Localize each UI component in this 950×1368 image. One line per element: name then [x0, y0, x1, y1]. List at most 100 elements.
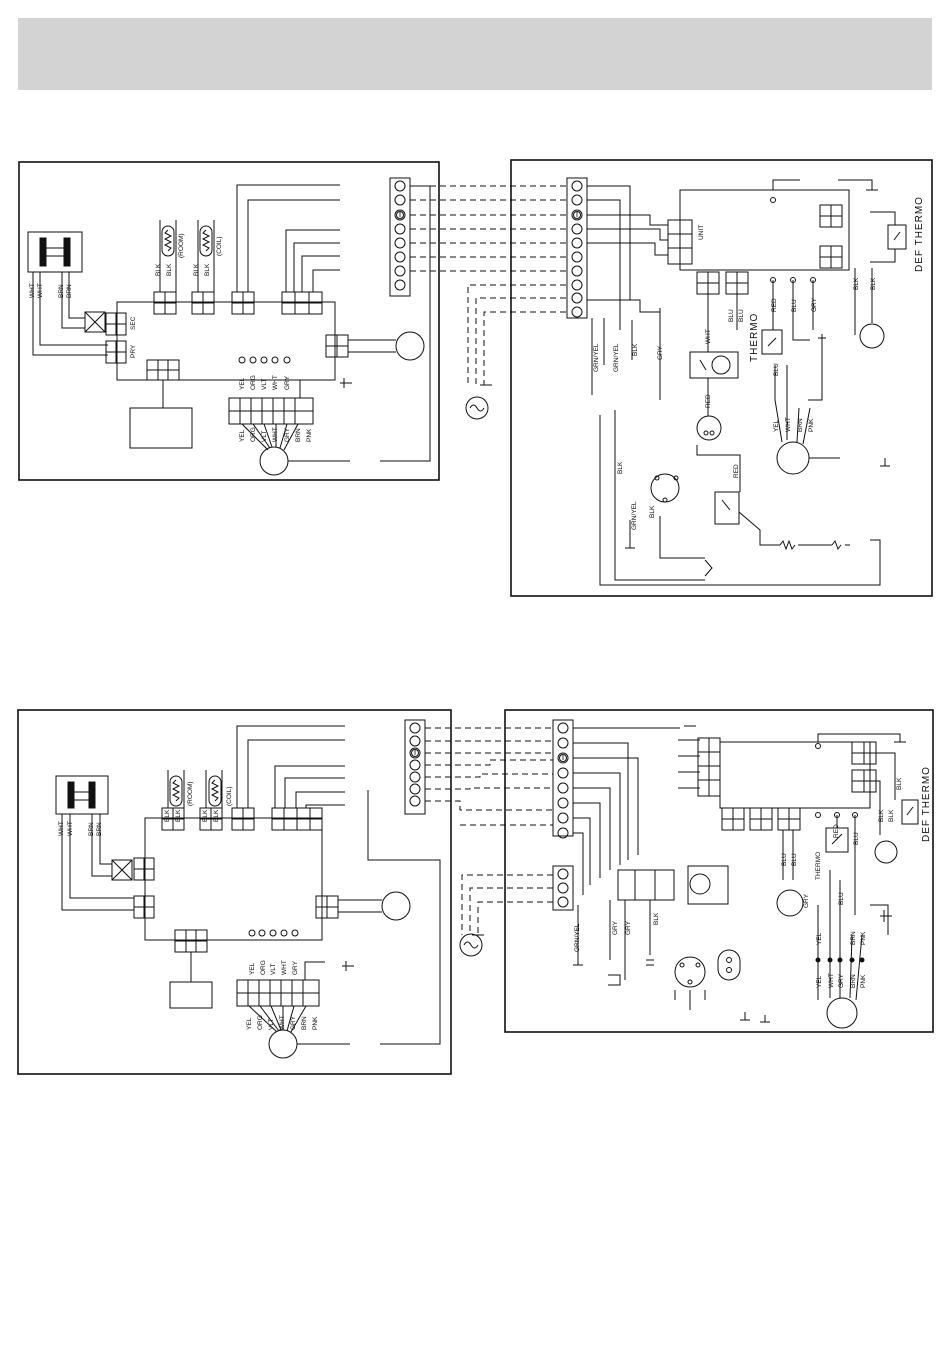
- wire-label: BLK: [213, 809, 220, 822]
- wire-label: RED: [833, 824, 840, 838]
- wire-label: WHT: [705, 329, 712, 344]
- wire-label: BLK: [870, 277, 877, 290]
- wire-label: BLK: [878, 809, 885, 822]
- wire-label: WHT: [272, 375, 279, 390]
- wire-label: BLK: [164, 809, 171, 822]
- wire-label: BRN: [301, 1016, 308, 1030]
- wire-label: VLT: [270, 964, 277, 975]
- thermo-label: THERMO: [749, 313, 760, 362]
- wire-label: BLK: [175, 809, 182, 822]
- thermo-label: THERMO: [815, 852, 822, 880]
- wire-label: BRN: [58, 284, 65, 298]
- wire-label: BRN: [88, 822, 95, 836]
- room-sensor-label: (ROOM): [187, 781, 194, 806]
- wire-label: ORG: [250, 375, 257, 390]
- wire-label: PNK: [312, 1016, 319, 1030]
- wire-label: BLK: [649, 505, 656, 518]
- wire-label: GRY: [657, 345, 664, 360]
- wire-label: BLU: [781, 853, 788, 866]
- wire-label: BLU: [773, 363, 780, 376]
- wire-label: BLU: [728, 309, 735, 322]
- wire-label: BLK: [888, 809, 895, 822]
- wire-label: WHT: [279, 1015, 286, 1030]
- wire-label: BLK: [653, 912, 660, 925]
- room-sensor-label: (ROOM): [178, 233, 185, 258]
- wire-label: BLK: [193, 263, 200, 276]
- wire-label: GRY: [838, 973, 845, 988]
- wire-label: PNK: [860, 974, 867, 988]
- def-thermo-label: DEF THERMO: [921, 766, 932, 842]
- wire-label: VLT: [261, 379, 268, 390]
- wire-label: BLU: [853, 832, 860, 845]
- wire-label: WHT: [58, 821, 65, 836]
- sec-label: SEC: [130, 316, 137, 330]
- wire-label: YEL: [816, 975, 823, 988]
- wire-label: BLU: [791, 853, 798, 866]
- wire-label: YEL: [246, 1017, 253, 1030]
- wire-label: PNK: [860, 931, 867, 945]
- wire-label: BRN: [797, 418, 804, 432]
- wire-label: WHT: [785, 417, 792, 432]
- wire-label: WHT: [828, 973, 835, 988]
- wire-label: BLK: [202, 809, 209, 822]
- wire-label: WHT: [281, 960, 288, 975]
- wire-label: BLK: [166, 263, 173, 276]
- wire-label: ORG: [250, 427, 257, 442]
- wire-label: BLU: [791, 299, 798, 312]
- wire-label: BLK: [853, 277, 860, 290]
- wire-label: RED: [733, 464, 740, 478]
- wire-label: PNK: [808, 418, 815, 432]
- wire-label: GRN/YEL: [631, 501, 638, 530]
- wire-label: WHT: [67, 821, 74, 836]
- wire-label: GRY: [284, 375, 291, 390]
- outdoor-unit-frame-bottom: [504, 709, 934, 1033]
- wire-label: GRY: [811, 297, 818, 312]
- wire-label: BLK: [896, 777, 903, 790]
- wire-label: GRY: [625, 920, 632, 935]
- wire-label: YEL: [816, 932, 823, 945]
- wire-label: GRY: [292, 960, 299, 975]
- wire-label: GRY: [284, 427, 291, 442]
- wire-label: GRY: [290, 1015, 297, 1030]
- wire-label: WHT: [272, 427, 279, 442]
- wire-label: PNK: [306, 428, 313, 442]
- indoor-unit-frame-bottom: [17, 709, 452, 1075]
- wire-label: BLK: [155, 263, 162, 276]
- wire-label: BLK: [617, 461, 624, 474]
- def-thermo-label: DEF THERMO: [914, 196, 925, 272]
- coil-sensor-label: (COIL): [216, 237, 223, 257]
- wire-label: BRN: [66, 284, 73, 298]
- wire-label: GRN/YEL: [574, 923, 581, 952]
- wire-label: VLT: [261, 431, 268, 442]
- wire-label: GRN/YEL: [613, 343, 620, 372]
- outdoor-terminal-top: [566, 177, 588, 319]
- wire-label: BLK: [632, 343, 639, 356]
- wire-label: ORG: [260, 960, 267, 975]
- wire-label: BRN: [850, 974, 857, 988]
- wire-label: RED: [705, 394, 712, 408]
- wire-label: YEL: [773, 419, 780, 432]
- wire-label: GRY: [612, 920, 619, 935]
- wire-label: WHT: [37, 283, 44, 298]
- wire-label: BRN: [295, 428, 302, 442]
- wire-label: VLT: [268, 1019, 275, 1030]
- wire-label: ORG: [257, 1015, 264, 1030]
- outdoor-unit-frame-top: [510, 159, 933, 597]
- pry-label: PRY: [130, 344, 137, 358]
- wire-label: BLU: [738, 309, 745, 322]
- wire-label: GRN/YEL: [593, 343, 600, 372]
- transformer-top: [27, 231, 83, 273]
- outdoor-board-top: [679, 189, 850, 271]
- wire-label: WHT: [29, 283, 36, 298]
- unit-label: UNIT: [698, 225, 705, 240]
- coil-sensor-label: (COIL): [226, 787, 233, 807]
- indoor-unit-frame-top: [18, 161, 440, 481]
- wire-label: BRN: [850, 931, 857, 945]
- wire-label: YEL: [239, 429, 246, 442]
- wire-label: BRN: [96, 822, 103, 836]
- header-bar: [18, 18, 932, 90]
- wire-label: RED: [771, 298, 778, 312]
- wire-label: BLU: [838, 892, 845, 905]
- wire-label: YEL: [249, 962, 256, 975]
